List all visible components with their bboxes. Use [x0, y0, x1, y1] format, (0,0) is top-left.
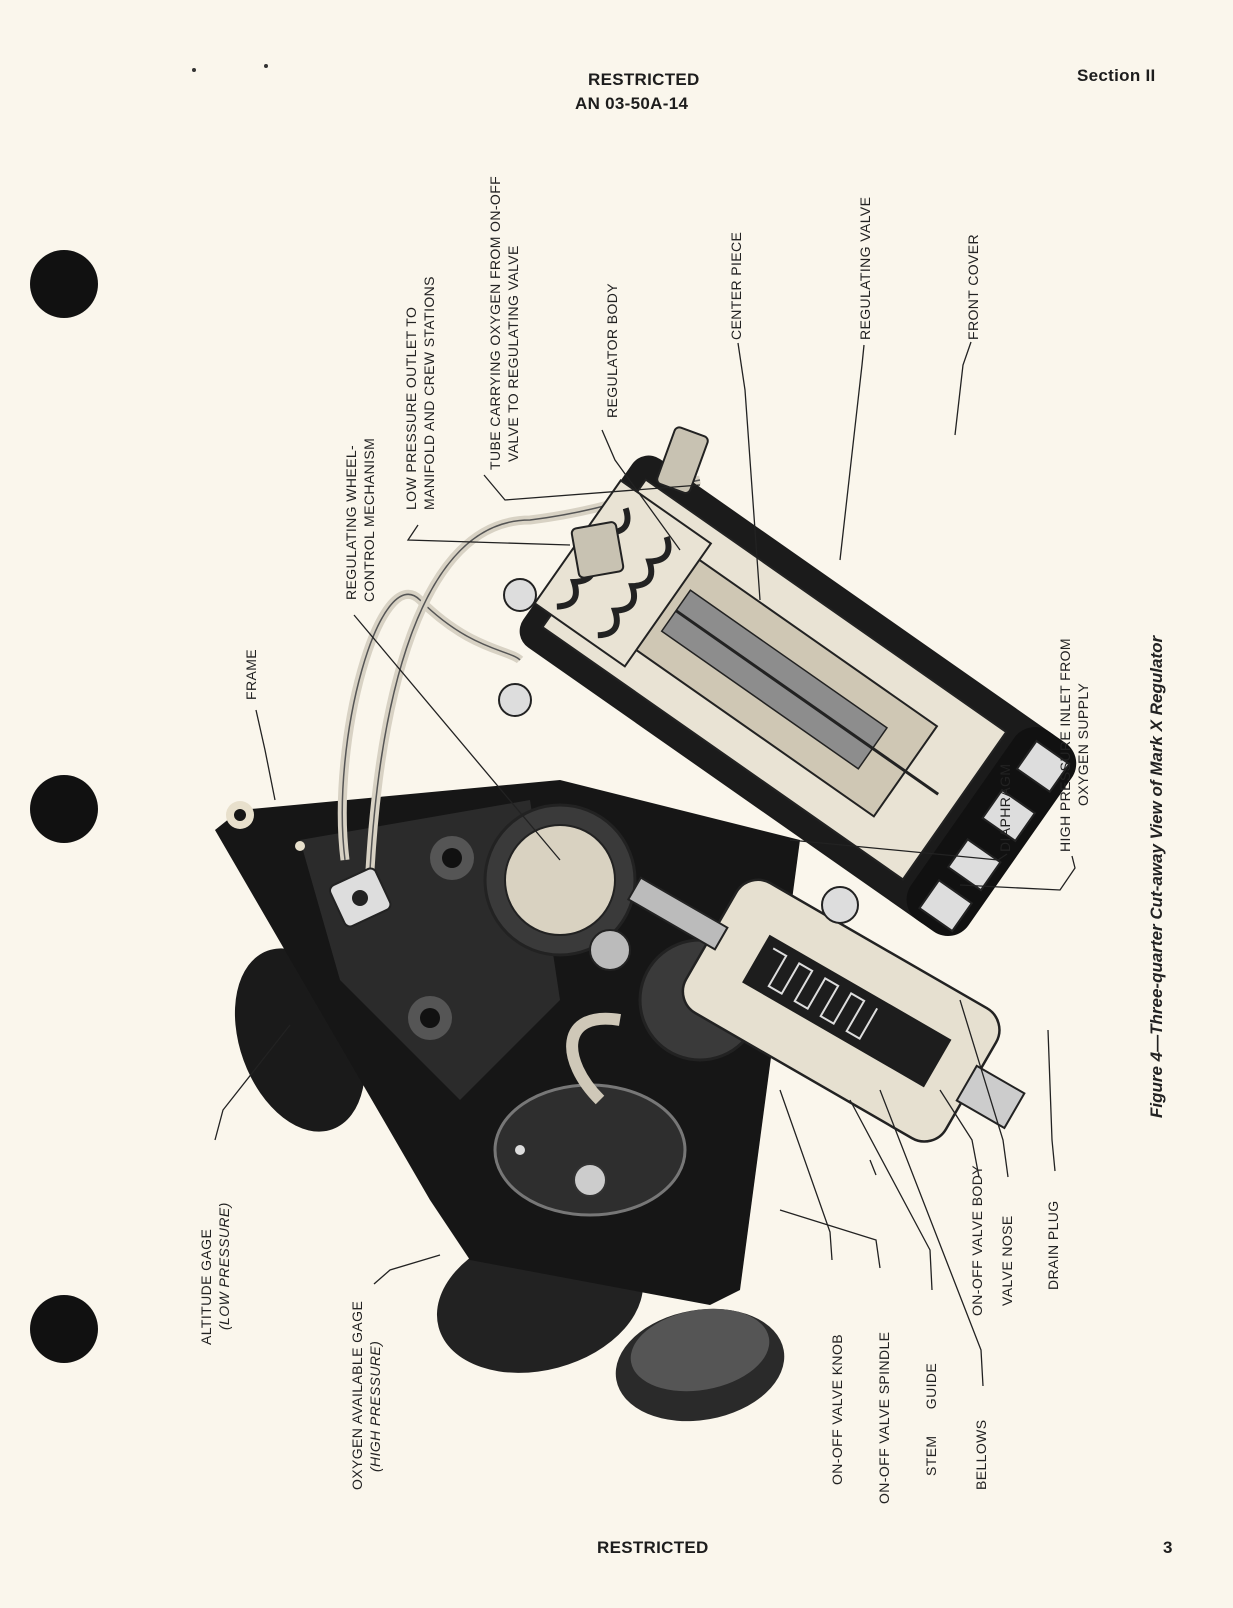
page-number: 3 [1163, 1538, 1173, 1557]
label-drain-plug: DRAIN PLUG [1045, 1200, 1061, 1290]
label-stem-guide: STEM GUIDE [923, 1363, 939, 1476]
label-high-pressure-line2: OXYGEN SUPPLY [1075, 683, 1091, 806]
section-label: Section II [1077, 66, 1156, 85]
label-oxygen-gage-pressure: (HIGH PRESSURE) [367, 1341, 383, 1472]
label-on-off-valve-knob: ON-OFF VALVE KNOB [829, 1334, 845, 1485]
binder-hole-bottom [30, 1295, 98, 1363]
label-low-pressure-line2: MANIFOLD AND CREW STATIONS [421, 276, 437, 510]
label-high-pressure-line1: HIGH PRESSURE INLET FROM [1057, 638, 1073, 852]
leader-lines [214, 341, 1076, 1387]
label-low-pressure-line1: LOW PRESSURE OUTLET TO [403, 307, 419, 510]
figure-caption: Figure 4—Three-quarter Cut-away View of … [1147, 635, 1166, 1118]
low-pressure-outlet-fitting [570, 521, 625, 579]
header-classification: RESTRICTED [588, 70, 700, 89]
label-center-piece: CENTER PIECE [728, 232, 744, 340]
label-tube-line2: VALVE TO REGULATING VALVE [505, 245, 521, 462]
document-number: AN 03-50A-14 [575, 94, 689, 113]
label-on-off-valve-spindle: ON-OFF VALVE SPINDLE [876, 1332, 892, 1504]
label-wheel-line1: REGULATING WHEEL- [343, 445, 359, 600]
footer-classification: RESTRICTED [597, 1538, 709, 1557]
label-bellows: BELLOWS [973, 1420, 989, 1491]
label-frame: FRAME [243, 649, 259, 700]
label-regulating-valve: REGULATING VALVE [857, 197, 873, 340]
label-on-off-valve-body: ON-OFF VALVE BODY [969, 1165, 985, 1316]
binder-hole-top [30, 250, 98, 318]
label-diaphragm: DIAPHRAGM [997, 764, 1013, 852]
label-tube-line1: TUBE CARRYING OXYGEN FROM ON-OFF [487, 176, 503, 470]
drain-plug [955, 1064, 1026, 1130]
label-valve-nose: VALVE NOSE [999, 1215, 1015, 1306]
label-altitude-gage: ALTITUDE GAGE [198, 1229, 214, 1345]
label-front-cover: FRONT COVER [965, 234, 981, 340]
label-oxygen-available-gage: OXYGEN AVAILABLE GAGE [349, 1301, 365, 1490]
label-altitude-gage-pressure: (LOW PRESSURE) [216, 1202, 232, 1330]
binder-hole-middle [30, 775, 98, 843]
label-wheel-line2: CONTROL MECHANISM [361, 438, 377, 602]
page-speck [192, 68, 196, 72]
label-regulator-body: REGULATOR BODY [604, 283, 620, 418]
regulator-illustration [215, 426, 1077, 1422]
figure-labels: TUBE CARRYING OXYGEN FROM ON-OFF VALVE T… [198, 176, 1166, 1504]
page-speck [264, 64, 268, 68]
